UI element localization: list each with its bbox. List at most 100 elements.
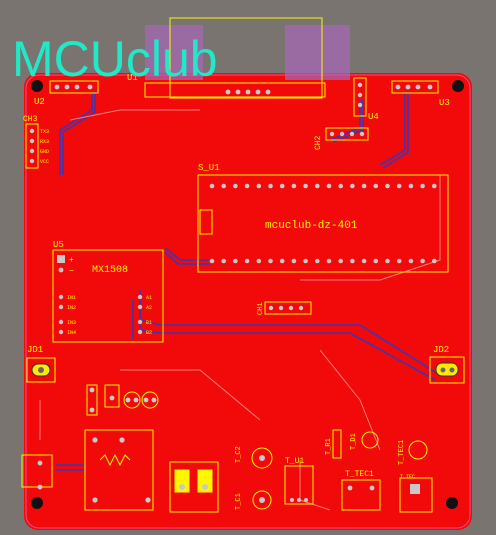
ch3-pins <box>29 128 35 164</box>
s-u1-label: S_U1 <box>198 163 220 173</box>
t-tec1-label: T_TEC1 <box>345 470 374 479</box>
module-pin <box>326 183 332 189</box>
u3-header <box>391 80 439 94</box>
u4-pins <box>357 82 363 108</box>
module-pin <box>361 258 367 264</box>
pcb-board <box>24 73 472 530</box>
module-pin <box>420 183 425 189</box>
t-c1-cap <box>252 490 272 510</box>
t-u1-label: T_U1 <box>285 457 304 466</box>
module-pin <box>268 183 273 189</box>
module-label: mcuclub-dz-401 <box>265 220 358 232</box>
jd2-label: JD2 <box>433 345 449 355</box>
module-pin <box>291 258 297 264</box>
module-pin <box>338 258 344 264</box>
module-pin <box>209 183 215 189</box>
u2-label: U2 <box>34 97 45 107</box>
t-u1-pins <box>290 498 308 502</box>
jd1-connector <box>26 357 56 383</box>
t-u1-body <box>284 465 314 505</box>
ch3-pin-3: GND <box>40 149 49 155</box>
s-u1-pins-bottom <box>209 258 437 264</box>
t-c2-label: T_C2 <box>235 446 243 463</box>
u5-module <box>52 249 164 343</box>
module-pin <box>432 258 437 264</box>
mx-left-pins <box>58 294 64 335</box>
mount-hole-tr <box>452 80 464 92</box>
t-tec1-pads <box>347 485 375 491</box>
module-pin <box>244 183 250 189</box>
lower-left-pads <box>37 387 208 503</box>
s-u1-module <box>197 174 449 273</box>
t-tec-body <box>399 477 433 513</box>
t-tec-pad <box>410 484 420 494</box>
mx1508-label: MX1508 <box>92 265 128 276</box>
mx-b2: B2 <box>146 330 152 336</box>
board-outline <box>25 74 471 529</box>
module-pin <box>233 183 238 189</box>
mount-hole-tl <box>31 80 43 92</box>
u5-label: U5 <box>53 240 64 250</box>
lower-left-components <box>21 384 219 513</box>
module-pin <box>338 183 344 189</box>
mount-hole-bl <box>31 497 43 509</box>
u2-header <box>49 80 99 94</box>
module-pin <box>350 258 355 264</box>
module-pin <box>291 183 297 189</box>
module-pin <box>420 258 425 264</box>
module-pin <box>256 183 262 189</box>
module-pin <box>396 258 402 264</box>
module-pin <box>315 183 320 189</box>
jd2-pin-1 <box>440 367 446 373</box>
ch2-pins <box>329 131 365 137</box>
ch2-header <box>325 127 369 141</box>
module-pin <box>326 258 332 264</box>
module-pin <box>221 183 226 189</box>
module-pin <box>350 183 355 189</box>
module-pin <box>385 183 390 189</box>
module-pin <box>221 258 226 264</box>
module-pin <box>303 258 308 264</box>
t-c2-cap <box>251 447 273 469</box>
u4-label: U4 <box>368 112 379 122</box>
ch3-header <box>25 123 39 169</box>
mx-plus-label: + <box>69 256 74 265</box>
jd2-pad <box>435 362 459 377</box>
u3-label: U3 <box>439 98 450 108</box>
mx-power-pins <box>57 255 65 273</box>
t-c2-pad <box>259 455 265 461</box>
t-tec-label: T_TEC <box>400 474 415 480</box>
ch1-label: CH1 <box>257 302 265 315</box>
mount-hole-br <box>446 497 458 509</box>
module-pin <box>279 183 285 189</box>
mx-a1: A1 <box>146 295 152 301</box>
t-c1-pad <box>259 497 265 503</box>
module-pin <box>432 183 437 189</box>
module-pin <box>396 183 402 189</box>
u4-header <box>353 77 367 117</box>
mx-in1: IN1 <box>67 295 76 301</box>
module-pin <box>209 258 215 264</box>
mx-a2: A2 <box>146 305 152 311</box>
mx-in2: IN2 <box>67 305 76 311</box>
ch3-label: CH3 <box>23 115 38 124</box>
ch1-header <box>264 301 312 315</box>
jd1-label: JD1 <box>27 345 43 355</box>
module-pin <box>268 258 273 264</box>
module-pin <box>233 258 238 264</box>
module-pin <box>256 258 262 264</box>
s-u1-switch <box>199 209 213 235</box>
ch3-pin-4: VCC <box>40 159 49 165</box>
t-d1-led <box>361 431 379 449</box>
u1-label: U1 <box>127 73 138 83</box>
keepout-area-left <box>145 25 203 80</box>
ch1-pins <box>268 305 304 311</box>
module-pin <box>408 183 414 189</box>
ch3-pin-1: TX3 <box>40 129 49 135</box>
mcuclub-logo: MCUclub <box>12 31 218 87</box>
module-pin <box>303 183 308 189</box>
t-tec1-top-cap <box>408 440 428 460</box>
u1-pins <box>225 89 271 95</box>
mx-in3: IN3 <box>67 320 76 326</box>
